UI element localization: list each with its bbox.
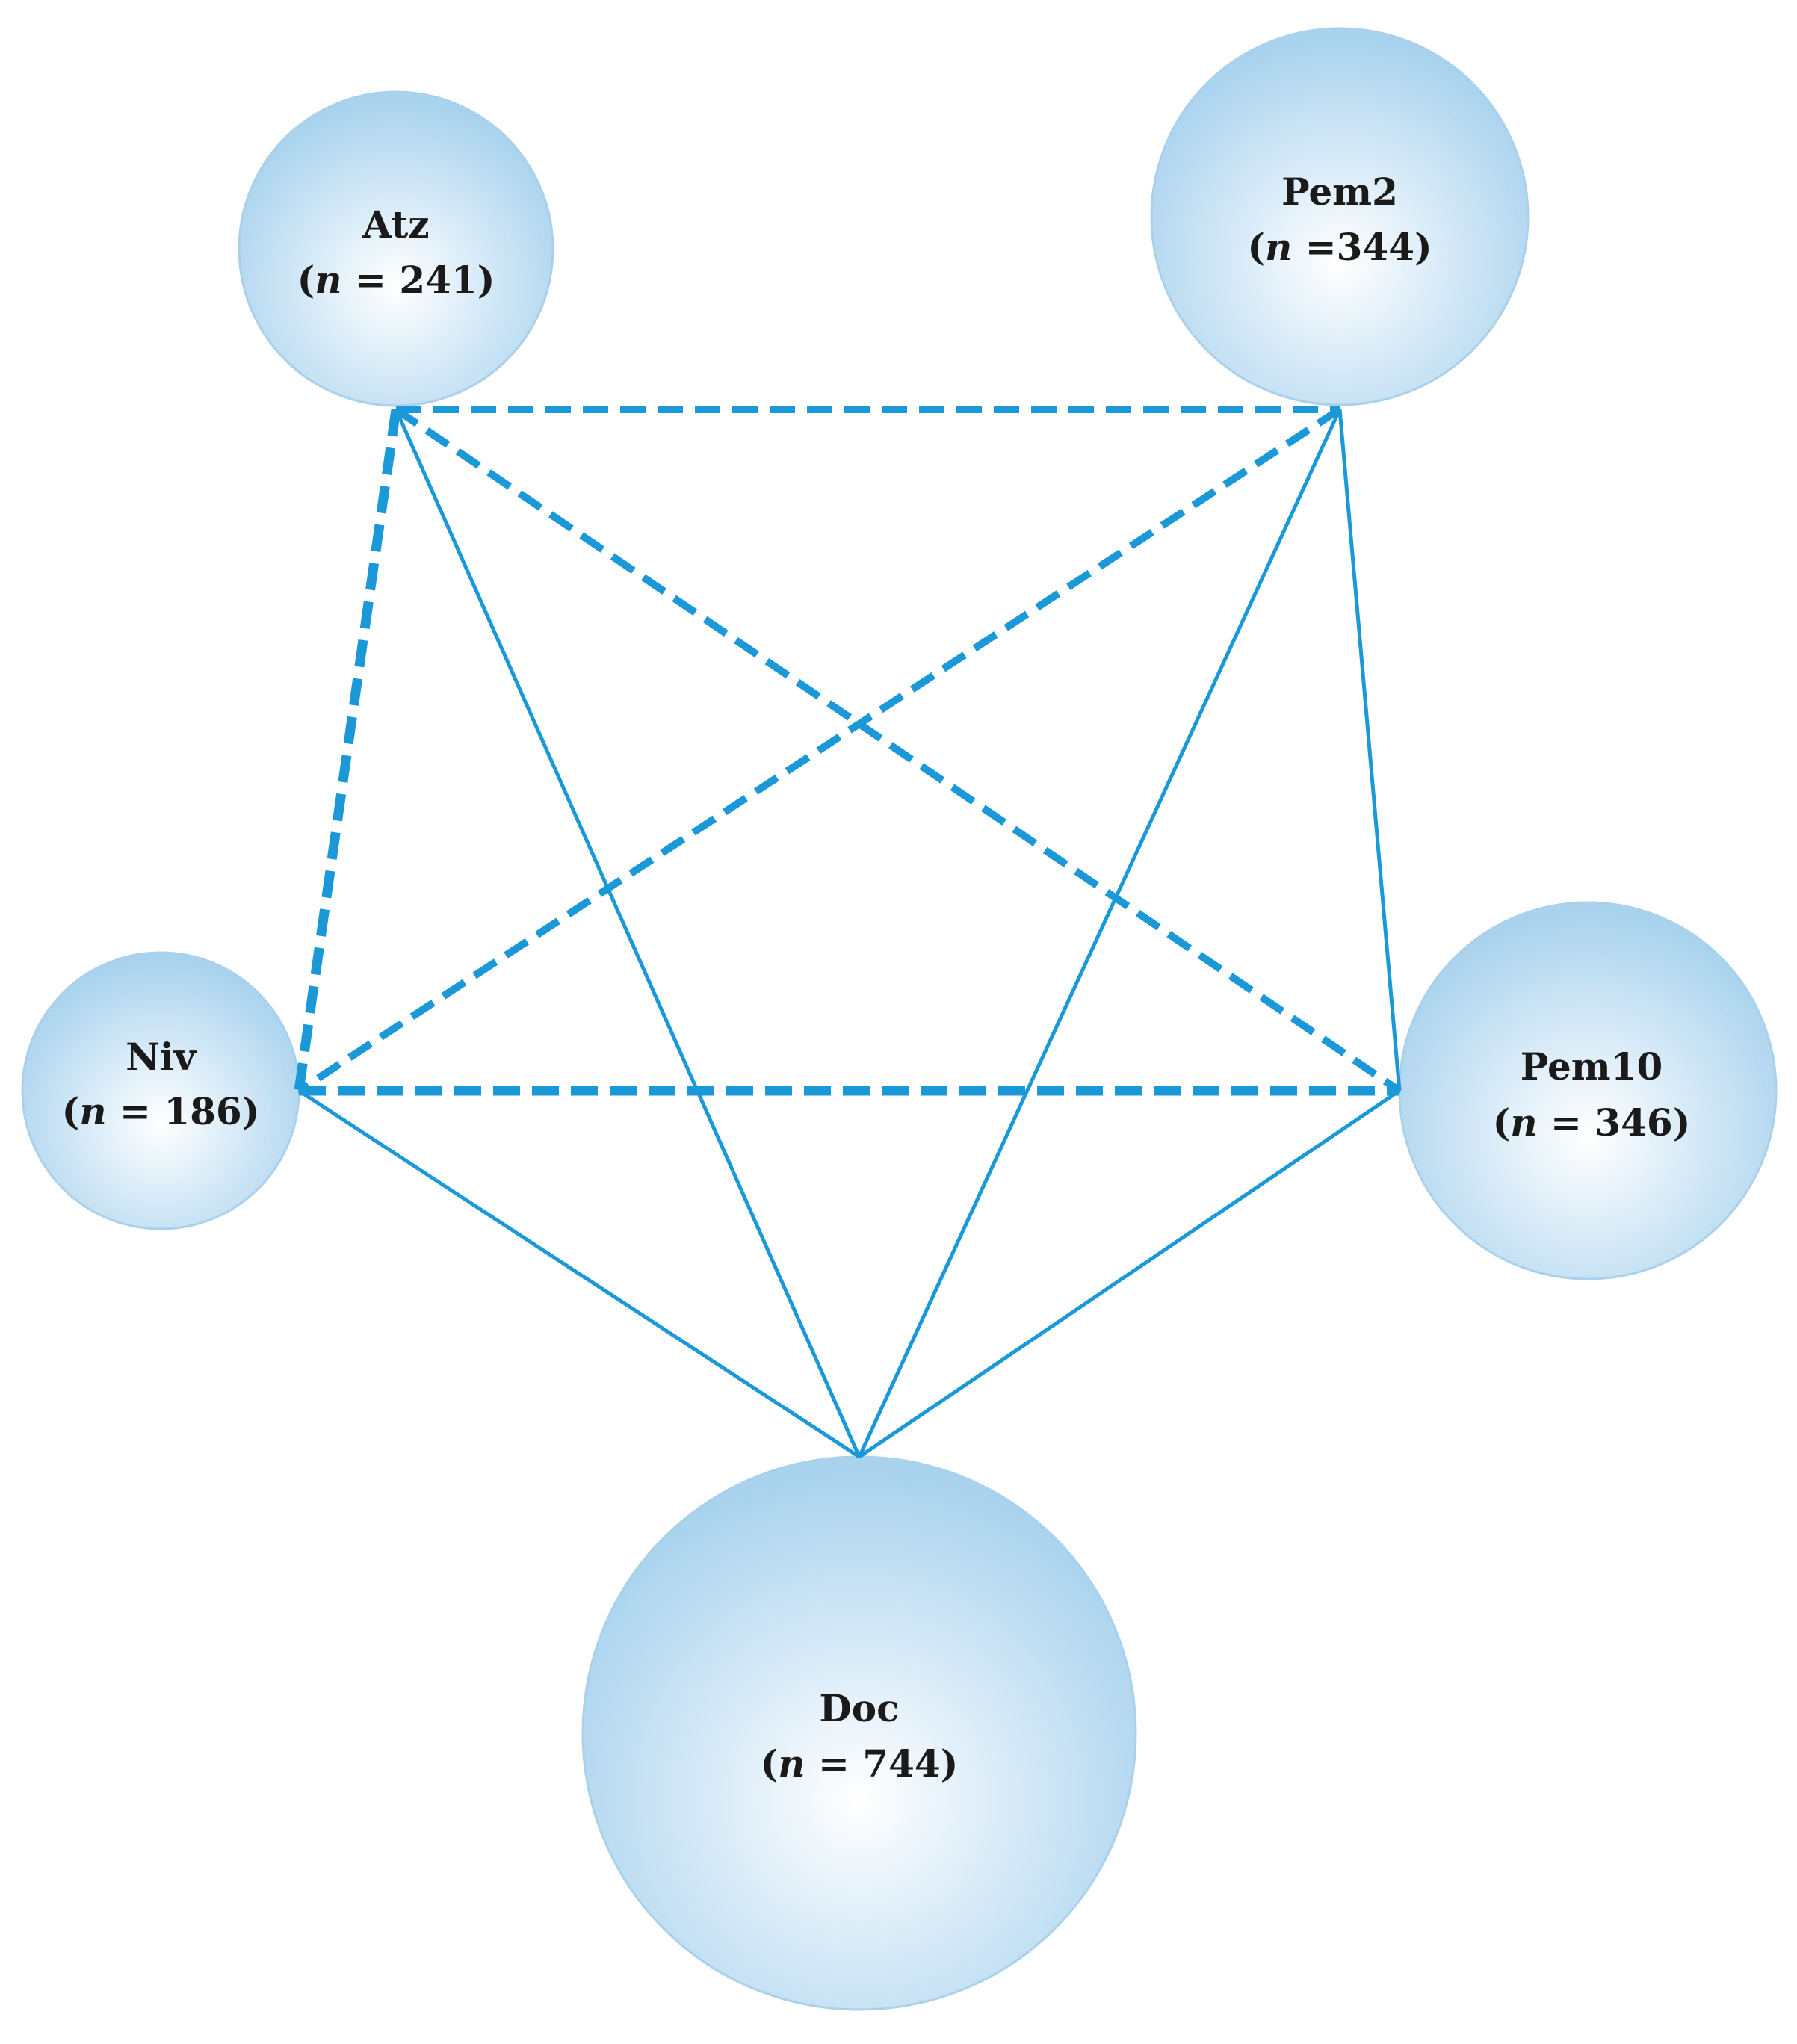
node-pem2-circle (1150, 27, 1530, 406)
edge-atz-pem10 (394, 406, 1402, 1094)
node-atz-circle (238, 90, 554, 407)
node-atz-count: (n = 241) (297, 258, 495, 302)
node-pem2-name: Pem2 (1281, 170, 1398, 214)
edge-pem10-doc (858, 1088, 1401, 1459)
node-doc: Doc (n = 744) (581, 1455, 1137, 2011)
edge-pem2-pem10 (1337, 409, 1402, 1091)
node-pem10-circle (1398, 901, 1778, 1280)
node-pem10: Pem10 (n = 346) (1398, 901, 1778, 1280)
edges-layer (294, 406, 1402, 1459)
node-pem2: Pem2 (n =344) (1150, 27, 1530, 406)
node-atz: Atz (n = 241) (238, 90, 554, 407)
node-doc-name: Doc (819, 1686, 899, 1730)
node-pem10-name: Pem10 (1521, 1044, 1663, 1088)
node-doc-count: (n = 744) (761, 1741, 959, 1786)
node-pem10-count: (n = 346) (1493, 1100, 1691, 1145)
node-niv-name: Niv (126, 1035, 197, 1079)
edge-pem2-niv (297, 406, 1342, 1094)
node-niv: Niv (n = 186) (21, 951, 300, 1230)
node-atz-name: Atz (362, 202, 429, 247)
node-doc-circle (581, 1455, 1137, 2011)
node-niv-count: (n = 186) (62, 1089, 260, 1133)
edge-atz-doc (394, 408, 862, 1458)
edge-niv-doc (297, 1088, 861, 1459)
edge-pem2-doc (857, 408, 1342, 1458)
edge-atz-niv (294, 409, 401, 1091)
node-pem2-count: (n =344) (1247, 225, 1432, 269)
